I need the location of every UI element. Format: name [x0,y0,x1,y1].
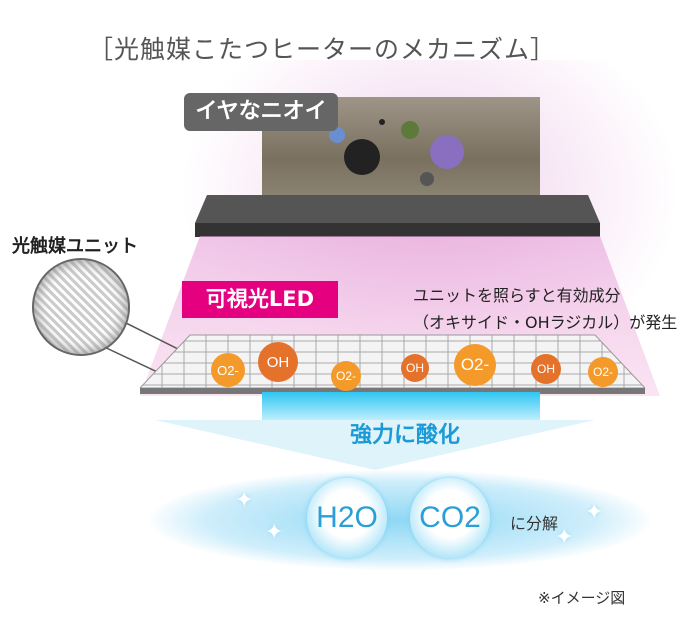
photocatalyst-unit-label: 光触媒ユニット [12,236,138,257]
sparkle-icon: ✦ [555,525,574,550]
sparkle-icon: ✦ [235,488,254,513]
radical-o2: O2- [331,361,361,391]
odor-label: イヤなニオイ [184,93,338,131]
decomposition-glow [150,470,650,570]
heater-plate [195,195,600,237]
radical-o2: O2- [588,357,618,387]
radical-oh: OH [531,354,561,384]
down-arrow [155,420,595,470]
decompose-label: に分解 [510,514,559,533]
h2o-molecule: H2O [307,478,387,558]
radical-oh: OH [258,342,298,382]
sparkle-icon: ✦ [585,500,604,525]
oxidation-glow [262,392,540,420]
co2-molecule: CO2 [410,478,490,558]
unit-mesh-magnified [32,258,130,356]
image-note: ※イメージ図 [538,589,626,607]
description-text: ユニットを照らすと有効成分 （オキサイド・OHラジカル）が発生 [413,282,677,336]
diagram-title: ［光触媒こたつヒーターのメカニズム］ [88,35,557,64]
description-line: （オキサイド・OHラジカル）が発生 [413,313,678,332]
visible-led-label: 可視光LED [182,281,338,318]
radical-oh: OH [401,354,429,382]
radical-o2: O2- [454,344,496,386]
germ-icons [329,119,464,186]
description-line: ユニットを照らすと有効成分 [413,286,621,305]
sparkle-icon: ✦ [265,520,284,545]
radical-o2: O2- [211,353,245,387]
oxidation-label: 強力に酸化 [349,423,460,448]
